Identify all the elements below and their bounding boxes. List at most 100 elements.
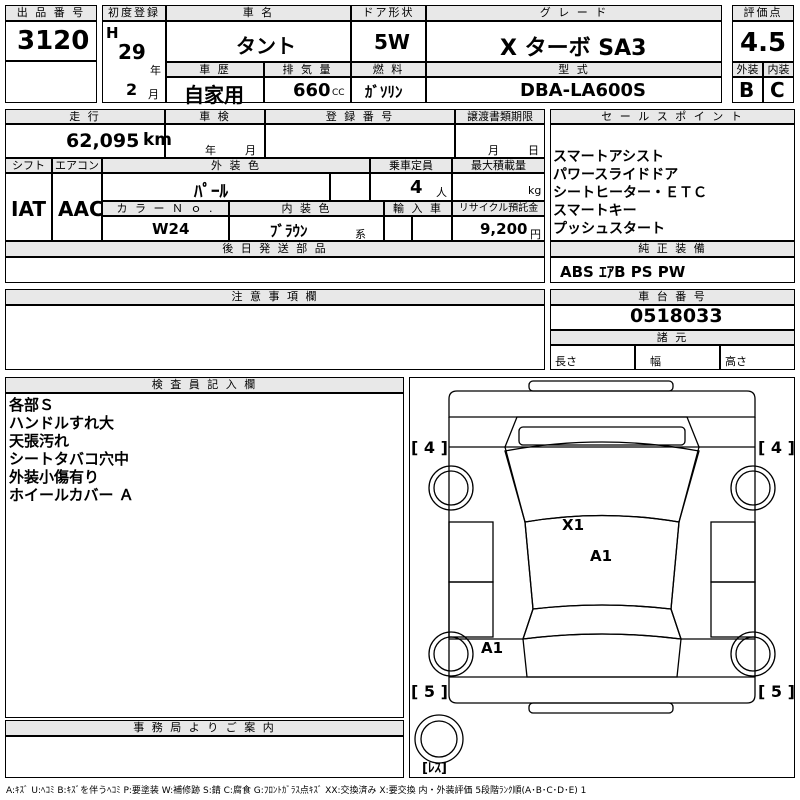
first-reg-label: 初度登録	[102, 5, 166, 21]
aircon-value: AAC	[58, 197, 104, 221]
later-parts-box	[5, 257, 545, 283]
grade-box	[426, 21, 722, 62]
inspection-box	[165, 124, 265, 158]
score-label: 評価点	[732, 5, 794, 21]
first-reg-box	[102, 21, 166, 103]
height-box	[720, 345, 795, 370]
history-box	[166, 77, 264, 103]
inspector-notes-label: 検 査 員 記 入 欄	[5, 377, 404, 393]
tire-fr-mark: [ 4 ]	[758, 438, 795, 457]
lot-no-label: 出 品 番 号	[5, 5, 97, 21]
car-name-value: タント	[236, 34, 296, 58]
rear-apron	[448, 676, 756, 704]
tire-rear-right-inner	[735, 636, 771, 672]
rear-bumper	[528, 702, 674, 714]
transfer-day-unit: 日	[528, 144, 539, 157]
recycle-label: リサイクル預託金	[452, 201, 545, 216]
fuel-box	[351, 77, 426, 103]
notes-label: 注 意 事 項 欄	[5, 289, 545, 305]
persons-unit: 人	[436, 186, 447, 199]
aircon-label: エアコン	[52, 158, 102, 173]
ext-color-label: 外 装 色	[102, 158, 370, 173]
left-body-line	[449, 446, 534, 640]
width-box	[635, 345, 720, 370]
max-load-label: 最大積載量	[452, 158, 545, 173]
fuel-value: ｶﾞｿﾘﾝ	[365, 83, 403, 101]
era-value: H	[106, 24, 119, 42]
capacity-box	[370, 173, 452, 201]
sales-points-box	[550, 124, 795, 241]
displacement-box	[264, 77, 351, 103]
history-value: 自家用	[184, 83, 244, 107]
exterior-box	[732, 77, 763, 103]
later-parts-label: 後 日 発 送 部 品	[5, 241, 545, 257]
displacement-value: 660	[293, 80, 331, 101]
sales-points-label: セ ー ル ス ポ イ ン ト	[550, 109, 795, 124]
interior-value: C	[770, 78, 785, 102]
capacity-value: 4	[410, 177, 423, 198]
cc-unit: CC	[332, 88, 345, 98]
inspector-note-item: 各部Ｓ	[9, 396, 55, 414]
tire-rl-mark: [ 5 ]	[411, 682, 448, 701]
sales-point-item: プッシュスタート	[553, 221, 665, 237]
left-rear-door	[448, 581, 494, 638]
chassis-no-value: 0518033	[630, 305, 723, 327]
office-notice-label: 事 務 局 よ り ご 案 内	[5, 720, 404, 736]
roof-mark: A1	[590, 547, 613, 565]
aircon-box	[52, 173, 102, 241]
year-value: 29	[118, 40, 146, 64]
tire-rear-left	[428, 631, 474, 677]
month-unit: 月	[148, 88, 159, 101]
inspection-month-unit: 月	[245, 144, 256, 157]
kei-unit: 系	[355, 228, 366, 241]
shift-value: IAT	[11, 197, 47, 221]
fuel-label: 燃 料	[351, 62, 426, 77]
ext-color-sub-box	[330, 173, 370, 201]
sales-point-item: パワースライドドア	[553, 167, 679, 183]
ext-color-value: ﾊﾟｰﾙ	[194, 182, 228, 202]
kg-unit: kg	[528, 184, 542, 197]
score-value: 4.5	[740, 28, 787, 58]
int-color-box	[229, 216, 384, 241]
yen-unit: 円	[530, 228, 541, 241]
length-label: 長さ	[555, 355, 577, 368]
month-value: 2	[126, 80, 138, 99]
sales-points-list: スマートアシスト パワースライドドア シートヒーター・ＥＴＣ スマートキー プッ…	[553, 148, 707, 238]
km-unit: km	[143, 130, 173, 150]
back-door	[522, 633, 682, 678]
color-no-value: W24	[152, 220, 190, 238]
chassis-no-box	[550, 305, 795, 330]
shift-box	[5, 173, 52, 241]
score-box	[732, 21, 794, 62]
color-no-label: カ ラ ー Ｎ ｏ .	[102, 201, 229, 216]
car-diagram	[414, 380, 776, 764]
tire-front-left-inner	[433, 470, 469, 506]
inspection-label: 車 検	[165, 109, 265, 124]
inspector-notes-box	[5, 393, 404, 718]
tire-front-right	[730, 465, 776, 511]
max-load-box	[452, 173, 545, 201]
notes-box	[5, 305, 545, 370]
office-notice-box	[5, 736, 404, 778]
spare-tire	[414, 714, 464, 764]
lot-no-blank-box	[5, 61, 97, 103]
grade-label: グ レ ー ド	[426, 5, 722, 21]
sales-point-item: シートヒーター・ＥＴＣ	[553, 185, 707, 201]
exterior-label: 外装	[732, 62, 763, 77]
door-type-value: 5W	[374, 30, 410, 54]
int-color-value: ﾌﾞﾗｳﾝ	[270, 222, 308, 240]
inspector-note-item: ハンドルすれ大	[9, 414, 115, 432]
lot-no-box	[5, 21, 97, 61]
inspector-note-item: 外装小傷有り	[9, 468, 100, 486]
history-label: 車 歴	[166, 62, 264, 77]
year-unit: 年	[150, 64, 161, 77]
right-body-line	[670, 446, 755, 640]
genuine-equipment-box	[550, 257, 795, 283]
height-label: 高さ	[725, 355, 747, 368]
side-mark: A1	[481, 639, 504, 657]
tire-front-right-inner	[735, 470, 771, 506]
interior-box	[763, 77, 794, 103]
mileage-value: 62,095	[66, 130, 140, 152]
door-type-label: ドア形状	[351, 5, 426, 21]
import-box-b	[412, 216, 452, 241]
